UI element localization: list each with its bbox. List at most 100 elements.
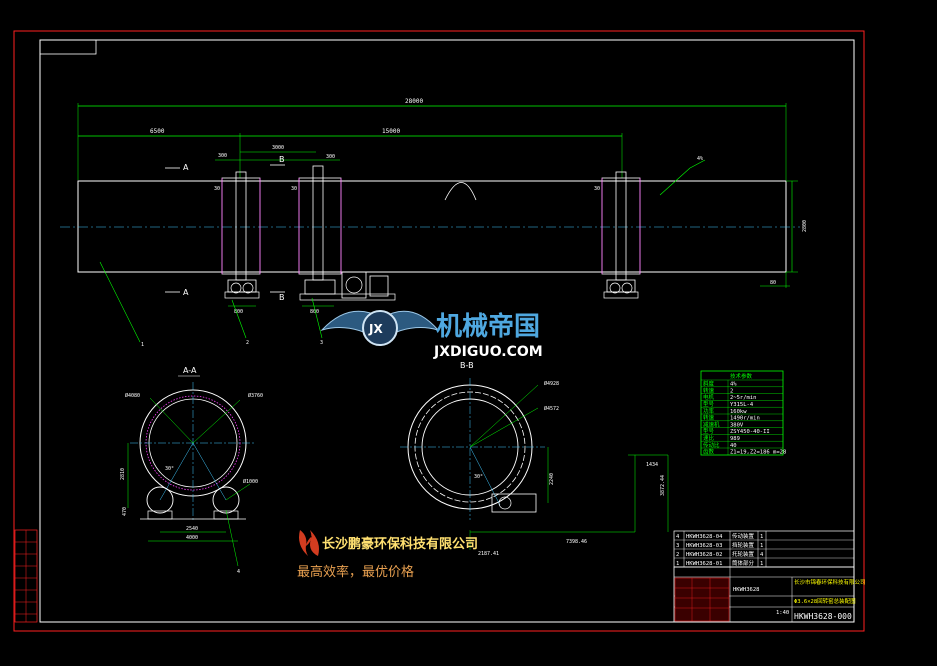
aa-base-h: 470 bbox=[122, 507, 128, 516]
parts-cell-name: 筒体部分 bbox=[732, 559, 755, 567]
tech-row-key: 速比 bbox=[703, 434, 715, 442]
section-mark-a-bottom: A bbox=[183, 288, 189, 297]
slope-label: 4% bbox=[697, 156, 703, 162]
tech-row-key: 电机 bbox=[703, 393, 715, 401]
tech-row-key: 齿数 bbox=[703, 448, 715, 456]
section-mark-b-top: B bbox=[279, 155, 285, 164]
bb-offset: 2187.41 bbox=[478, 551, 499, 557]
aa-height: 2810 bbox=[120, 468, 126, 480]
emblem-text: JX bbox=[368, 322, 383, 336]
support-roller-1 bbox=[224, 279, 260, 299]
bb-right-w: 1434 bbox=[646, 462, 658, 468]
watermark-en: JXDIGUO.COM bbox=[433, 344, 543, 360]
parts-cell-no: 2 bbox=[676, 552, 679, 558]
right-mark: 80 bbox=[770, 280, 776, 286]
tech-row-value: 160kw bbox=[730, 409, 747, 415]
tech-row-key: 转速 bbox=[703, 414, 715, 422]
stamp-slogan: 最高效率，最优价格 bbox=[297, 564, 414, 580]
stamp-company-name: 长沙鹏豪环保科技有限公司 bbox=[322, 536, 478, 552]
parts-cell-name: 托轮装置 bbox=[732, 550, 755, 558]
drum-body bbox=[77, 180, 787, 273]
aa-angle: 30° bbox=[165, 466, 174, 472]
aa-span: 2540 bbox=[186, 526, 198, 532]
dim-seg-left: 6500 bbox=[150, 128, 165, 135]
tire-mark-1: 30 bbox=[214, 186, 220, 192]
dim-seg-main: 15000 bbox=[382, 128, 400, 135]
parts-cell-qty: 1 bbox=[760, 543, 763, 549]
bb-d1: Ø4928 bbox=[544, 380, 559, 387]
gear-emblem bbox=[362, 310, 398, 346]
parts-cell-name: 传动装置 bbox=[732, 532, 755, 540]
left-binding-strip bbox=[14, 529, 38, 623]
tech-row-key: 型号 bbox=[703, 400, 715, 408]
tech-row-value: 2~5r/min bbox=[730, 395, 757, 401]
dim-tire-width: 300 bbox=[218, 153, 227, 159]
tb-scale: 1:40 bbox=[776, 610, 789, 616]
tire-1 bbox=[221, 171, 261, 281]
watermark-cn: 机械帝国 bbox=[436, 311, 540, 342]
title-block: 长沙市锦春环保科技有限公司 HKWH3628 Φ3.6×28回转窑总装配图 1:… bbox=[673, 566, 866, 623]
section-aa-title: A-A bbox=[183, 366, 197, 375]
tech-param-table: 技术参数 斜度 4% 转速 2 电机 2~5r/min 型号 Y315L-4 功率 160kw 转速… bbox=[700, 370, 786, 456]
aa-base-w: 4000 bbox=[186, 535, 198, 541]
tire-2 bbox=[298, 165, 342, 281]
arc-mark bbox=[444, 182, 477, 201]
tech-row-value: 380V bbox=[730, 422, 744, 428]
bb-angle: 30° bbox=[474, 474, 483, 480]
parts-cell-qty: 1 bbox=[760, 561, 763, 567]
tire-mark-3: 30 bbox=[594, 186, 600, 192]
aa-d-outer: Ø3760 bbox=[248, 392, 263, 399]
tech-row-key: 斜度 bbox=[703, 380, 715, 388]
tb-company: 长沙市锦春环保科技有限公司 bbox=[794, 578, 866, 586]
parts-cell-qty: 1 bbox=[760, 534, 763, 540]
tech-row-key: 型号 bbox=[703, 427, 715, 435]
tech-row-value: Y315L-4 bbox=[730, 402, 754, 408]
parts-cell-no: 3 bbox=[676, 543, 679, 549]
bb-right-h: 3872.44 bbox=[660, 475, 666, 496]
tech-row-value: 2 bbox=[730, 388, 733, 394]
tech-row-key: 转速 bbox=[703, 386, 715, 394]
aa-d-inner: Ø4080 bbox=[125, 392, 140, 399]
parts-cell-no: 4 bbox=[676, 534, 680, 540]
tb-drawing-no: HKWH3628-000 bbox=[794, 612, 852, 621]
support-roller-2 bbox=[299, 271, 396, 301]
tb-model: HKWH3628 bbox=[733, 587, 760, 593]
dim-tire-spacing: 3000 bbox=[272, 145, 284, 151]
watermark-logo: JX 机械帝国 JXDIGUO.COM bbox=[320, 310, 543, 360]
section-view-bb: B-B Ø4928 Ø4572 30° 2240 2187.41 7398.46… bbox=[400, 361, 669, 557]
inner-frame bbox=[39, 39, 855, 623]
tech-table-header: 技术参数 bbox=[730, 372, 753, 380]
section-bb-title: B-B bbox=[460, 361, 474, 370]
support-roller-3 bbox=[603, 279, 639, 299]
tech-row-value: 4% bbox=[730, 382, 737, 388]
aa-wheel: Ø1000 bbox=[243, 478, 258, 485]
bb-height: 2240 bbox=[549, 473, 555, 485]
dim-tire-width-2: 300 bbox=[326, 154, 335, 160]
main-elevation-view: 28000 6500 15000 300 3000 300 A A B B bbox=[60, 98, 808, 348]
tire-3 bbox=[601, 171, 641, 281]
dim-support-1: 800 bbox=[234, 309, 243, 315]
corner-box bbox=[39, 39, 97, 55]
dim-overall-length: 28000 bbox=[405, 98, 423, 105]
tech-row-key: 传动比 bbox=[703, 441, 720, 449]
parts-cell-code: HKWH3628-03 bbox=[686, 543, 722, 549]
parts-cell-code: HKWH3628-04 bbox=[686, 534, 723, 540]
tech-row-value: 989 bbox=[730, 436, 740, 442]
parts-cell-no: 1 bbox=[676, 561, 679, 567]
dim-support-2: 800 bbox=[310, 309, 319, 315]
section-view-aa: A-A Ø4080 Ø3760 30° 2810 Ø1000 470 2540 … bbox=[120, 366, 263, 575]
tire-mark-2: 30 bbox=[291, 186, 297, 192]
bb-span: 7398.46 bbox=[566, 539, 587, 545]
parts-cell-code: HKWH3628-01 bbox=[686, 561, 722, 567]
tech-row-value: 40 bbox=[730, 443, 737, 449]
callout-1: 1 bbox=[141, 342, 144, 348]
dim-diameter: 2800 bbox=[802, 220, 808, 232]
callout-2: 2 bbox=[246, 340, 249, 346]
section-mark-b-bottom: B bbox=[279, 293, 285, 302]
tech-row-key: 功率 bbox=[703, 407, 715, 415]
parts-cell-code: HKWH3628-02 bbox=[686, 552, 722, 558]
tech-row-value: ZSY450-40-II bbox=[730, 429, 770, 435]
callout-3: 3 bbox=[320, 340, 323, 346]
